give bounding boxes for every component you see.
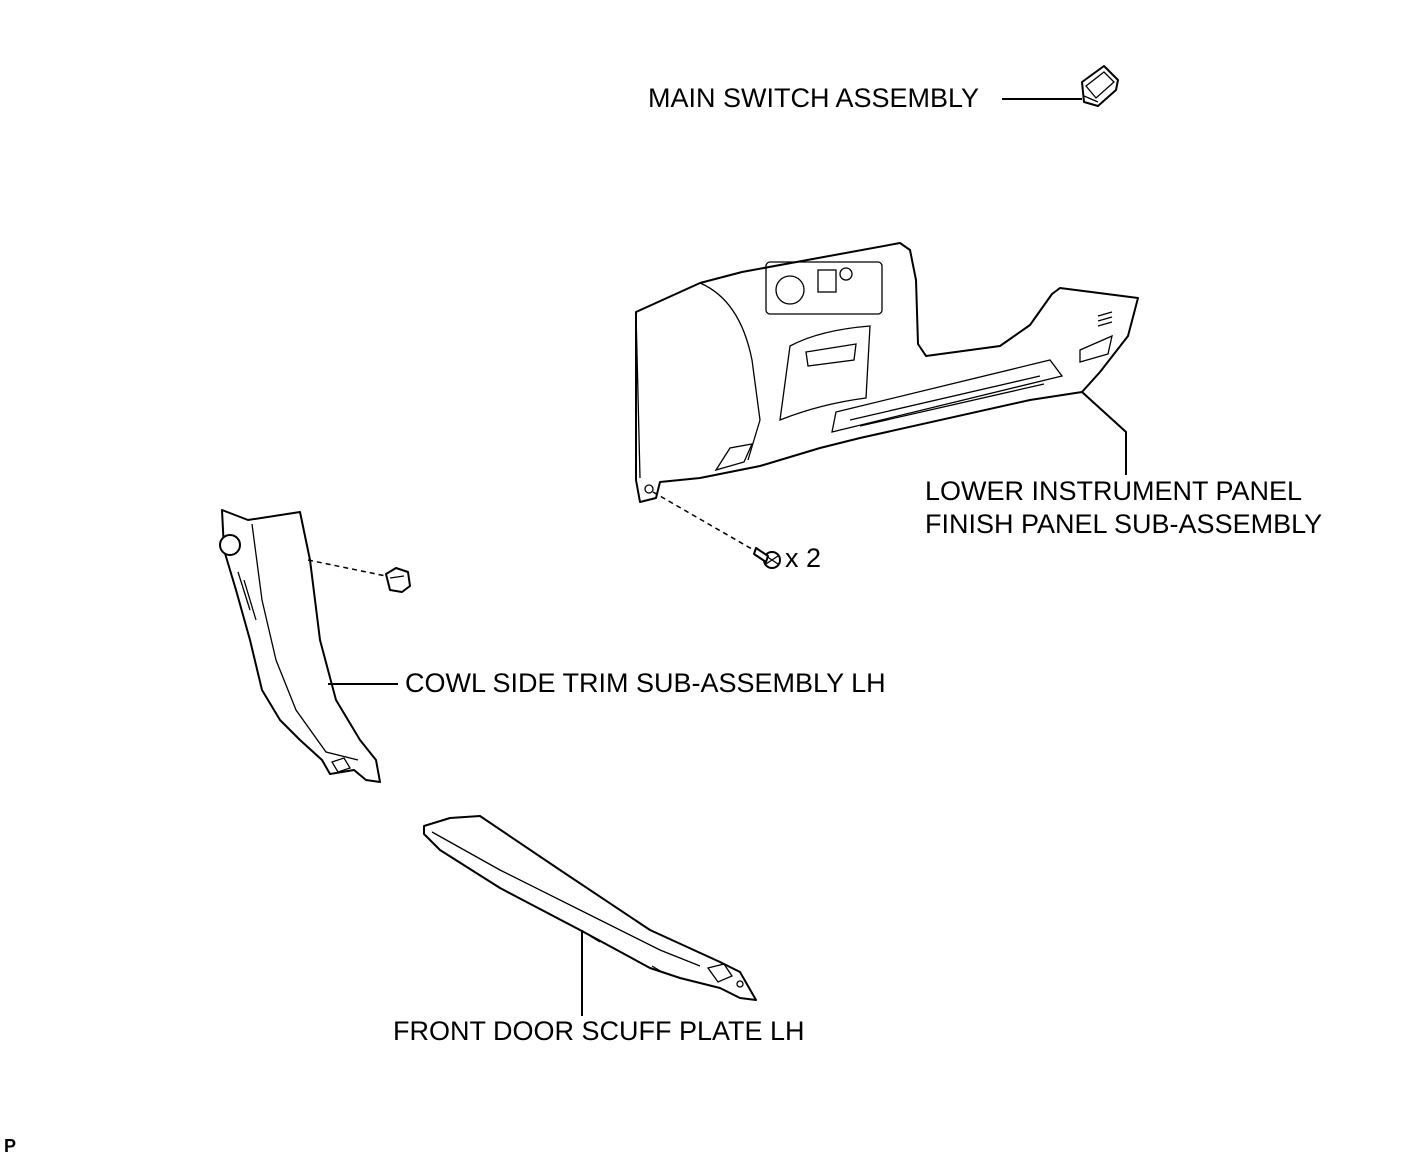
cowl-side-trim-part <box>219 509 381 783</box>
corner-code-label: P <box>4 1136 17 1156</box>
lower-instrument-panel-label-line1: LOWER INSTRUMENT PANEL <box>925 476 1303 506</box>
screw-part <box>753 547 781 569</box>
lower-panel-leader <box>1081 391 1127 475</box>
lower-instrument-panel-label-line2: FINISH PANEL SUB-ASSEMBLY <box>925 509 1323 539</box>
front-door-scuff-plate-part <box>423 815 757 1001</box>
front-door-scuff-plate-label: FRONT DOOR SCUFF PLATE LH <box>393 1016 805 1046</box>
main-switch-assembly-part <box>1081 65 1119 107</box>
main-switch-assembly-label: MAIN SWITCH ASSEMBLY <box>648 83 980 113</box>
screw-dashed-leader <box>652 491 765 557</box>
lower-instrument-panel-part <box>635 242 1139 503</box>
cowl-side-trim-label: COWL SIDE TRIM SUB-ASSEMBLY LH <box>405 668 886 698</box>
clip-part <box>385 567 411 593</box>
screw-quantity-label: x 2 <box>785 543 822 573</box>
clip-dashed-leader <box>307 559 387 577</box>
